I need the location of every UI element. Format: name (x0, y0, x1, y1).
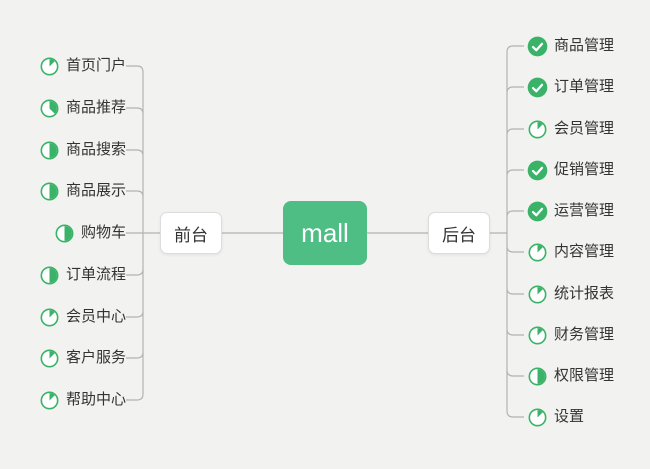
check-icon (527, 160, 548, 181)
topic-label: 运营管理 (554, 202, 615, 219)
check-icon (527, 36, 548, 57)
progress-pie-icon (39, 56, 60, 77)
progress-pie-icon (527, 242, 548, 263)
topic-item[interactable]: 会员管理 (527, 118, 614, 140)
topic-item[interactable]: 客户服务 (39, 347, 126, 369)
topic-label: 商品管理 (554, 37, 615, 54)
topic-item[interactable]: 商品推荐 (39, 97, 126, 119)
topic-label: 帮助中心 (65, 391, 126, 408)
progress-pie-icon (39, 307, 60, 328)
topic-item[interactable]: 内容管理 (527, 241, 614, 263)
topic-item[interactable]: 权限管理 (527, 365, 614, 387)
topic-label: 购物车 (80, 224, 126, 241)
topic-label: 促销管理 (554, 161, 615, 178)
topic-item[interactable]: 会员中心 (39, 306, 126, 328)
progress-pie-icon (39, 181, 60, 202)
topic-label: 设置 (554, 408, 585, 425)
topic-item[interactable]: 商品管理 (527, 35, 614, 57)
topic-label: 商品推荐 (65, 99, 126, 116)
topic-label: 会员中心 (65, 308, 126, 325)
progress-pie-icon (527, 407, 548, 428)
progress-pie-icon (39, 98, 60, 119)
check-icon (527, 201, 548, 222)
topic-item[interactable]: 商品展示 (39, 180, 126, 202)
progress-pie-icon (39, 265, 60, 286)
topic-item[interactable]: 首页门户 (39, 55, 126, 77)
progress-pie-icon (39, 348, 60, 369)
branch-node-front[interactable]: 前台 (160, 212, 222, 254)
topic-label: 财务管理 (554, 326, 615, 343)
progress-pie-icon (54, 223, 75, 244)
topic-item[interactable]: 商品搜索 (39, 139, 126, 161)
progress-pie-icon (527, 325, 548, 346)
topic-item[interactable]: 运营管理 (527, 200, 614, 222)
topic-label: 客户服务 (65, 349, 126, 366)
topic-item[interactable]: 财务管理 (527, 324, 614, 346)
topic-label: 内容管理 (554, 243, 615, 260)
check-icon (527, 77, 548, 98)
topic-label: 权限管理 (554, 367, 615, 384)
topic-item[interactable]: 订单流程 (39, 264, 126, 286)
topic-item[interactable]: 设置 (527, 406, 584, 428)
topic-label: 统计报表 (554, 285, 615, 302)
topic-label: 会员管理 (554, 120, 615, 137)
topic-item[interactable]: 帮助中心 (39, 389, 126, 411)
topic-label: 订单管理 (554, 78, 615, 95)
branch-node-back[interactable]: 后台 (428, 212, 490, 254)
topic-label: 订单流程 (65, 266, 126, 283)
progress-pie-icon (527, 366, 548, 387)
progress-pie-icon (39, 390, 60, 411)
topic-label: 首页门户 (65, 57, 126, 74)
progress-pie-icon (527, 119, 548, 140)
topic-label: 商品展示 (65, 182, 126, 199)
topic-item[interactable]: 订单管理 (527, 76, 614, 98)
root-node-mall[interactable]: mall (283, 201, 367, 265)
topic-item[interactable]: 购物车 (54, 222, 126, 244)
topic-item[interactable]: 促销管理 (527, 159, 614, 181)
topic-label: 商品搜索 (65, 141, 126, 158)
topic-item[interactable]: 统计报表 (527, 283, 614, 305)
progress-pie-icon (527, 284, 548, 305)
progress-pie-icon (39, 140, 60, 161)
